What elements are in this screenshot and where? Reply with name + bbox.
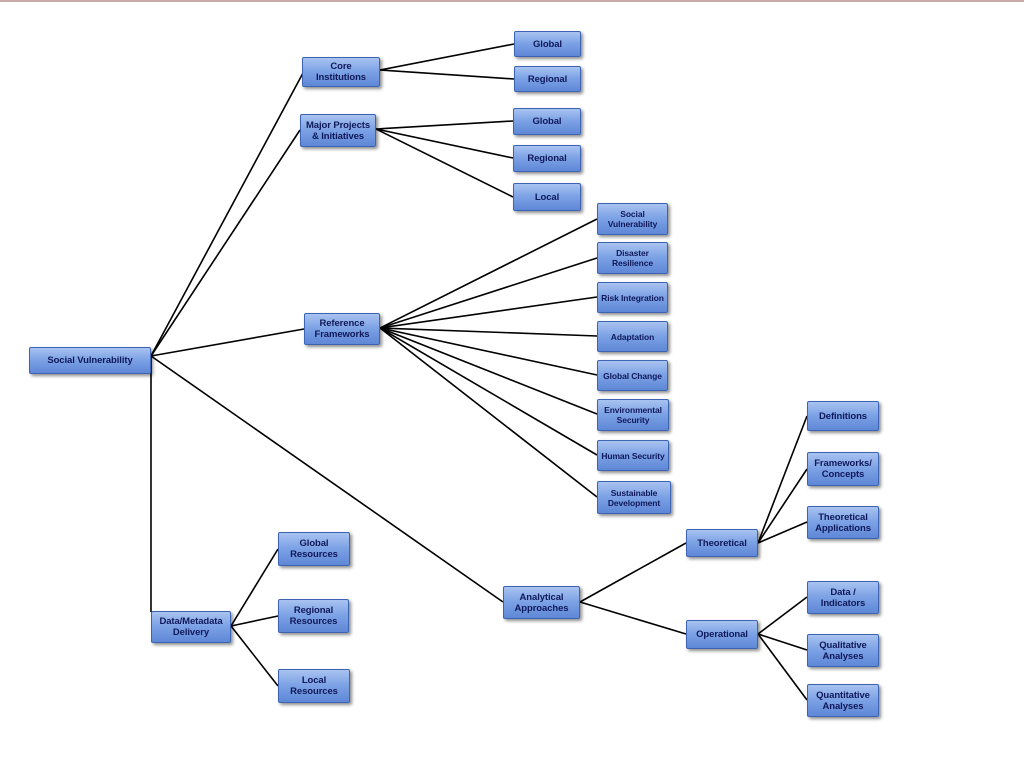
edge-root-analytical <box>150 355 504 603</box>
edge-root-core <box>150 72 304 357</box>
edge-operational-qualitative <box>757 633 808 651</box>
edge-root-projects <box>150 129 301 357</box>
node-data-indicators[interactable]: Data / Indicators <box>807 581 879 614</box>
node-rf-risk-integration[interactable]: Risk Integration <box>597 282 668 313</box>
edge-core-regional <box>379 69 515 80</box>
node-definitions[interactable]: Definitions <box>807 401 879 431</box>
edge-analytical-operational <box>579 601 687 635</box>
node-rf-environmental-security[interactable]: Environmental Security <box>597 399 669 431</box>
edge-operational-quantitative <box>757 633 808 701</box>
edge-theoretical-frameworks-concepts <box>757 468 808 544</box>
node-rf-adaptation[interactable]: Adaptation <box>597 321 668 352</box>
edge-projects-regional <box>375 128 514 159</box>
node-core-global[interactable]: Global <box>514 31 581 57</box>
node-theoretical-applications[interactable]: Theoretical Applications <box>807 506 879 539</box>
edge-data-regional <box>230 615 279 627</box>
node-reference-frameworks[interactable]: Reference Frameworks <box>304 313 380 345</box>
node-rf-human-security[interactable]: Human Security <box>597 440 669 471</box>
edge-frameworks-global-change <box>379 327 598 376</box>
edge-frameworks-risk-integration <box>379 296 598 329</box>
node-projects-global[interactable]: Global <box>513 108 581 135</box>
node-rf-global-change[interactable]: Global Change <box>597 360 668 391</box>
node-quantitative-analyses[interactable]: Quantitative Analyses <box>807 684 879 717</box>
node-global-resources[interactable]: Global Resources <box>278 532 350 566</box>
node-regional-resources[interactable]: Regional Resources <box>278 599 349 633</box>
edge-frameworks-environmental-security <box>379 327 598 415</box>
node-data-metadata-delivery[interactable]: Data/Metadata Delivery <box>151 611 231 643</box>
node-core-institutions[interactable]: Core Institutions <box>302 57 380 87</box>
edge-frameworks-adaptation <box>379 327 598 337</box>
edge-data-global <box>230 548 279 627</box>
edge-root-frameworks <box>150 328 305 357</box>
edge-analytical-theoretical <box>579 542 687 603</box>
edge-operational-data-indicators <box>757 596 808 635</box>
edge-frameworks-disaster-resilience <box>379 257 598 329</box>
node-social-vulnerability-root[interactable]: Social Vulnerability <box>29 347 151 374</box>
node-frameworks-concepts[interactable]: Frameworks/ Concepts <box>807 452 879 486</box>
edge-frameworks-sustainable-development <box>379 327 598 498</box>
node-major-projects[interactable]: Major Projects & Initiatives <box>300 114 376 147</box>
edge-core-global <box>379 43 515 71</box>
edge-projects-global <box>375 120 514 130</box>
edge-data-local <box>230 625 279 687</box>
node-analytical-approaches[interactable]: Analytical Approaches <box>503 586 580 619</box>
edge-frameworks-human-security <box>379 327 598 456</box>
node-rf-disaster-resilience[interactable]: Disaster Resilience <box>597 242 668 274</box>
top-border-line <box>0 0 1024 2</box>
node-core-regional[interactable]: Regional <box>514 66 581 92</box>
node-local-resources[interactable]: Local Resources <box>278 669 350 703</box>
edge-theoretical-definitions <box>757 415 808 544</box>
node-rf-sustainable-development[interactable]: Sustainable Development <box>597 481 671 514</box>
edge-projects-local <box>375 128 514 198</box>
node-rf-social-vulnerability[interactable]: Social Vulnerability <box>597 203 668 235</box>
node-projects-local[interactable]: Local <box>513 183 581 211</box>
node-theoretical[interactable]: Theoretical <box>686 529 758 557</box>
node-operational[interactable]: Operational <box>686 620 758 649</box>
node-projects-regional[interactable]: Regional <box>513 145 581 172</box>
edge-frameworks-social-vulnerability <box>379 218 598 329</box>
node-qualitative-analyses[interactable]: Qualitative Analyses <box>807 634 879 667</box>
edge-theoretical-applications <box>757 521 808 544</box>
